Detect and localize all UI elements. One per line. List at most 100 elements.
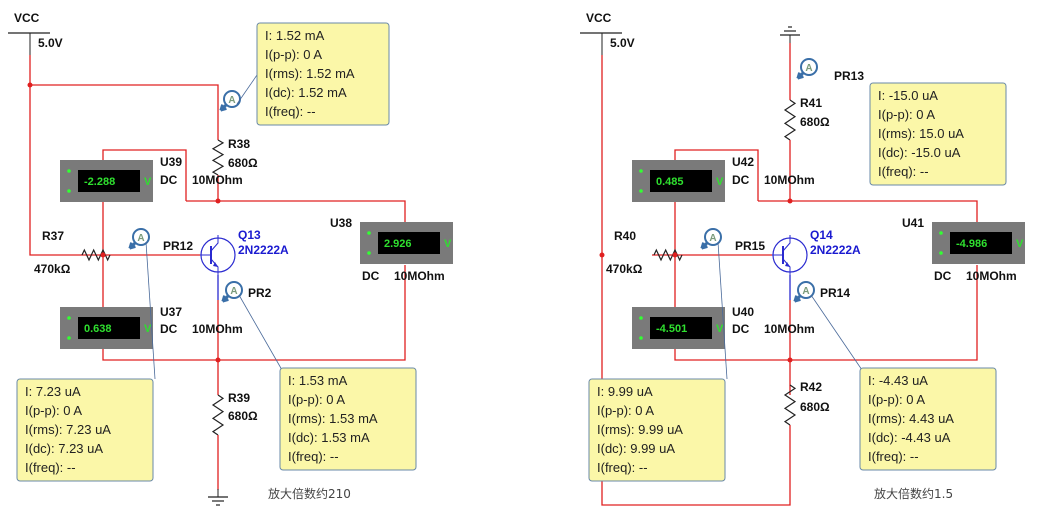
tooltip-line: I(dc): 9.99 uA xyxy=(597,441,675,456)
junction-node xyxy=(27,82,33,88)
collector-lead xyxy=(210,235,219,252)
tooltip-line: I(p-p): 0 A xyxy=(265,47,322,62)
resistor-zigzag xyxy=(81,248,111,262)
meter-reading: -4.986 xyxy=(956,238,987,250)
rc-value: 680Ω xyxy=(228,156,258,170)
tooltip-line: I(rms): 9.99 uA xyxy=(597,422,683,437)
junction-node xyxy=(100,252,106,258)
tooltip-box xyxy=(588,378,726,482)
meter-mode: DC xyxy=(362,269,380,283)
probe-readout-tooltip: I: 1.52 mAI(p-p): 0 AI(rms): 1.52 mAI(dc… xyxy=(256,22,390,126)
probe-a-icon: A xyxy=(137,233,144,244)
probe-arrow-head xyxy=(128,242,136,250)
wire xyxy=(29,55,80,256)
emitter-lead xyxy=(782,258,791,275)
probe-a-icon: A xyxy=(228,95,235,106)
terminal-minus xyxy=(367,251,371,255)
circuit-2: VCC5.0VR40470kΩQ142N2222AR41680ΩR42680Ω0… xyxy=(580,11,1025,506)
tooltip-box xyxy=(256,22,390,126)
gain-note: 放大倍数约1.5 xyxy=(874,486,953,501)
tooltip-box xyxy=(16,378,154,482)
current-probe[interactable]: A xyxy=(128,228,156,380)
probe-leader xyxy=(238,294,283,371)
meter-unit: V xyxy=(716,176,724,188)
junction-node xyxy=(215,198,221,204)
tooltip-line: I(rms): 1.53 mA xyxy=(288,411,378,426)
current-probe[interactable]: A xyxy=(700,228,728,380)
tooltip-line: I: -15.0 uA xyxy=(878,88,938,103)
tooltip-line: I(freq): -- xyxy=(25,460,76,475)
probe-arrow-head xyxy=(219,104,227,112)
probe-name: PR15 xyxy=(735,239,765,253)
wire xyxy=(30,84,219,140)
probe-arrow-head xyxy=(793,295,801,303)
current-probe[interactable]: A xyxy=(793,281,863,371)
probe-name: PR13 xyxy=(834,69,864,83)
probe-a-icon: A xyxy=(805,63,812,74)
meter-label: U37 xyxy=(160,305,182,319)
probe-circle[interactable] xyxy=(797,281,815,299)
tooltip-line: I(p-p): 0 A xyxy=(288,392,345,407)
current-probe[interactable]: A xyxy=(219,74,258,112)
tooltip-line: I: 1.53 mA xyxy=(288,373,348,388)
rb-name: R37 xyxy=(42,229,64,243)
tooltip-line: I(rms): 1.52 mA xyxy=(265,66,355,81)
probe-circle[interactable] xyxy=(704,228,722,246)
probe-circle[interactable] xyxy=(132,228,150,246)
meter-reading: 0.638 xyxy=(84,323,112,335)
rc-name: R41 xyxy=(800,96,822,110)
probe-readout-tooltip: I: -15.0 uAI(p-p): 0 AI(rms): 15.0 uAI(d… xyxy=(869,82,1007,186)
terminal-minus xyxy=(939,251,943,255)
meter-impedance: 10MOhm xyxy=(966,269,1017,283)
rb-name: R40 xyxy=(614,229,636,243)
meter-unit: V xyxy=(144,176,152,188)
terminal-plus xyxy=(639,316,643,320)
tooltip-box xyxy=(279,367,417,471)
meter-label: U39 xyxy=(160,155,182,169)
probe-name: PR12 xyxy=(163,239,193,253)
probe-leader xyxy=(717,241,728,380)
probe-circle[interactable] xyxy=(225,281,243,299)
current-probe[interactable]: A xyxy=(796,58,818,80)
meter-reading: 0.485 xyxy=(656,176,684,188)
meter-impedance: 10MOhm xyxy=(192,173,243,187)
meter-label: U38 xyxy=(330,216,352,230)
tooltip-line: I(dc): -4.43 uA xyxy=(868,430,951,445)
meter-impedance: 10MOhm xyxy=(394,269,445,283)
probe-readout-tooltip: I: 1.53 mAI(p-p): 0 AI(rms): 1.53 mAI(dc… xyxy=(279,367,417,471)
probe-circle[interactable] xyxy=(800,58,818,76)
current-probe[interactable]: A xyxy=(221,281,283,371)
transistor-name: Q14 xyxy=(810,228,833,242)
resistor-zigzag xyxy=(783,384,797,426)
tooltip-line: I(p-p): 0 A xyxy=(597,403,654,418)
probe-readout-tooltip: I: 7.23 uAI(p-p): 0 AI(rms): 7.23 uAI(dc… xyxy=(16,378,154,482)
tooltip-line: I(p-p): 0 A xyxy=(868,392,925,407)
meter-mode: DC xyxy=(732,322,750,336)
probe-a-icon: A xyxy=(802,286,809,297)
terminal-minus xyxy=(67,189,71,193)
probe-leader xyxy=(810,294,863,371)
junction-node xyxy=(787,198,793,204)
rb-value: 470kΩ xyxy=(606,262,643,276)
meter-label: U40 xyxy=(732,305,754,319)
tooltip-line: I(freq): -- xyxy=(265,104,316,119)
meter-label: U42 xyxy=(732,155,754,169)
probe-arrow-head xyxy=(700,242,708,250)
resistor-zigzag xyxy=(211,394,225,436)
meter-mode: DC xyxy=(732,173,750,187)
junction-node xyxy=(787,357,793,363)
wire xyxy=(601,55,791,506)
wire xyxy=(102,265,406,361)
vcc-value: 5.0V xyxy=(610,36,635,50)
vcc-label: VCC xyxy=(14,11,40,25)
resistor-zigzag xyxy=(653,248,683,262)
